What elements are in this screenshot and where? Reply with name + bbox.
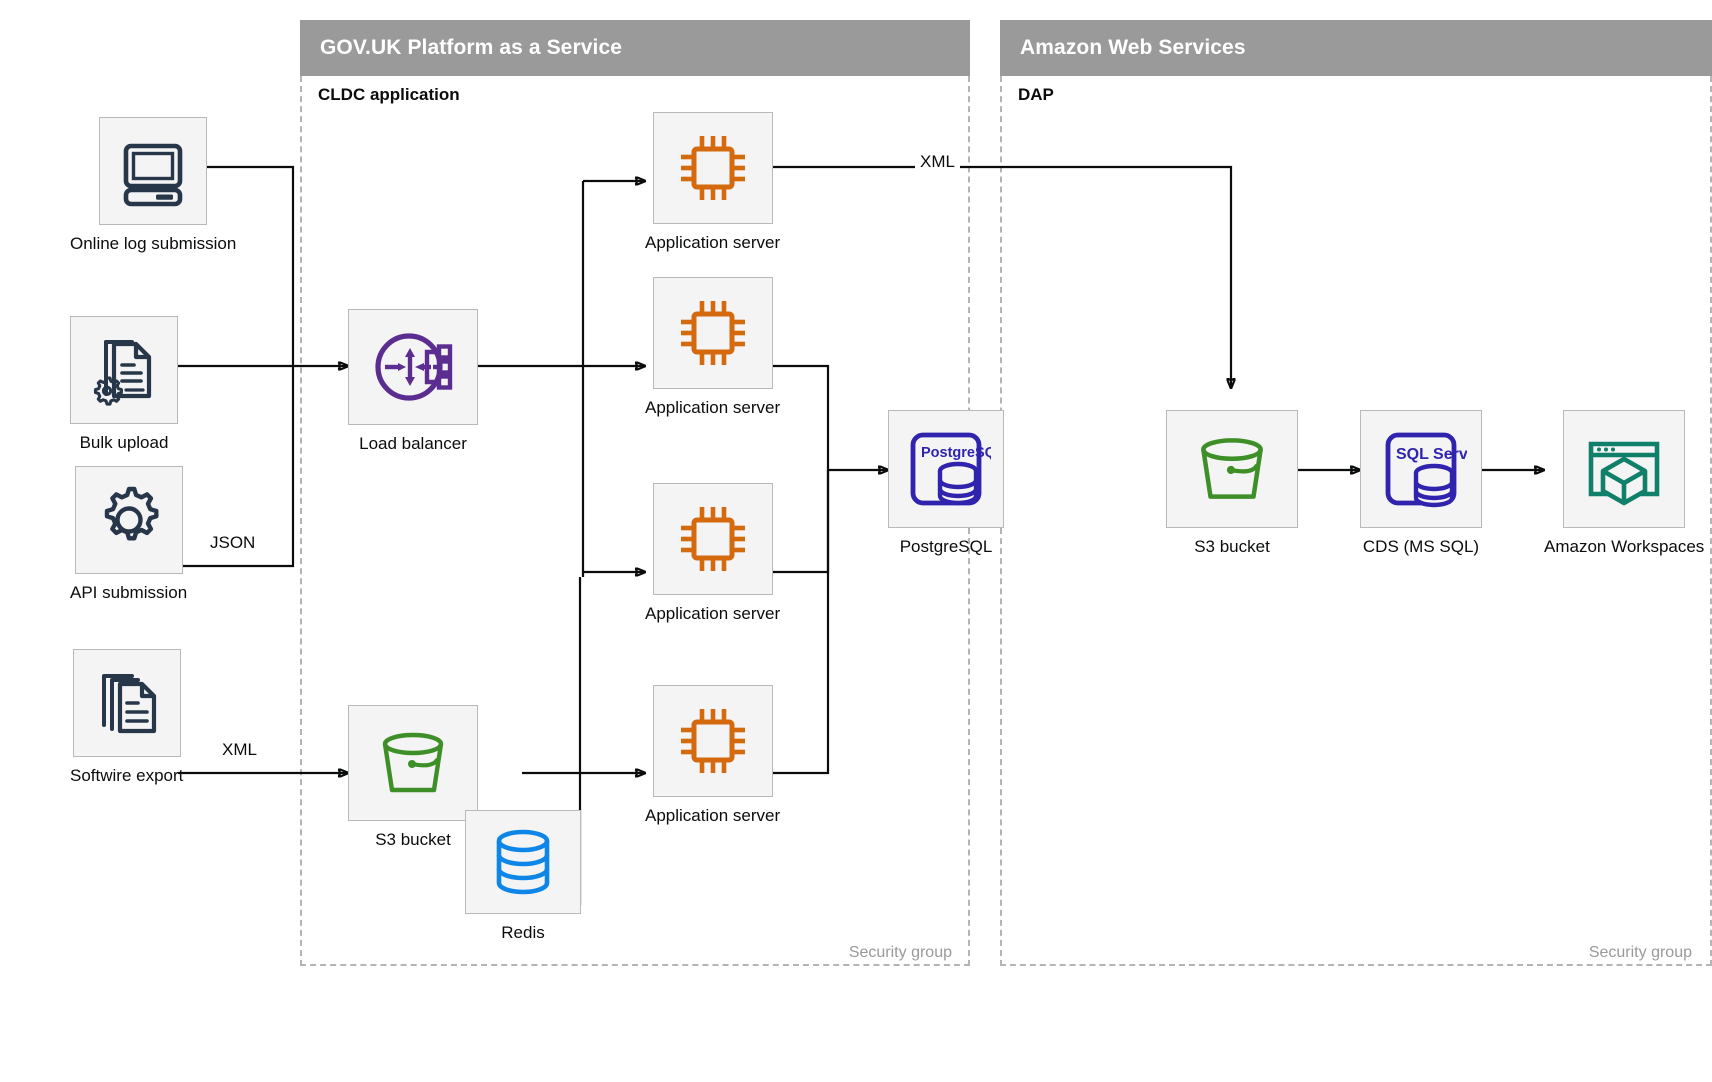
node-s3-bucket-aws[interactable]: S3 bucket bbox=[1166, 410, 1298, 557]
database-cylinder-icon bbox=[496, 829, 550, 895]
node-app-server-2[interactable]: Application server bbox=[645, 277, 780, 418]
node-load-balancer[interactable]: Load balancer bbox=[348, 309, 478, 454]
node-box-bulk-upload bbox=[70, 316, 178, 424]
cpu-chip-icon bbox=[680, 136, 745, 200]
node-box-s3-bucket-paas bbox=[348, 705, 478, 821]
document-gear-icon bbox=[93, 340, 152, 406]
group-sublabel-cldc-application: CLDC application bbox=[318, 85, 460, 104]
sql-server-icon-text: SQL Server bbox=[1396, 446, 1467, 463]
security-group-label-aws: Security group bbox=[1588, 944, 1692, 961]
node-box-s3-bucket-aws bbox=[1166, 410, 1298, 528]
node-box-softwire-export bbox=[72, 649, 181, 757]
postgresql-icon: PostgreSQL bbox=[910, 432, 991, 506]
node-box-postgresql: PostgreSQL bbox=[888, 410, 1004, 528]
node-box-load-balancer bbox=[348, 309, 478, 425]
cpu-chip-icon bbox=[680, 507, 745, 571]
edge-label-xml-to-s3: XML bbox=[915, 152, 960, 172]
security-group-label-paas: Security group bbox=[848, 944, 952, 961]
node-bulk-upload[interactable]: Bulk upload bbox=[70, 316, 178, 453]
node-label-load-balancer: Load balancer bbox=[359, 434, 467, 453]
edge-label-xml-softwire: XML bbox=[217, 740, 262, 760]
desktop-computer-icon bbox=[123, 143, 183, 207]
workspaces-cube-icon bbox=[1588, 441, 1660, 506]
node-softwire-export[interactable]: Softwire export bbox=[70, 649, 183, 786]
node-box-app-server-2 bbox=[652, 277, 773, 389]
node-label-app-server-3: Application server bbox=[645, 604, 781, 623]
node-label-app-server-4: Application server bbox=[645, 806, 781, 825]
node-label-app-server-1: Application server bbox=[645, 233, 781, 252]
node-box-api-submission bbox=[74, 466, 183, 574]
group-header-paas: GOV.UK Platform as a Service bbox=[300, 20, 970, 76]
edge-label-json: JSON bbox=[205, 533, 261, 553]
node-label-s3-bucket-aws: S3 bucket bbox=[1194, 537, 1270, 556]
group-header-aws: Amazon Web Services bbox=[1000, 20, 1712, 76]
sql-server-icon: SQL Server bbox=[1385, 432, 1467, 508]
node-app-server-1[interactable]: Application server bbox=[645, 112, 780, 253]
node-label-softwire-export: Softwire export bbox=[70, 766, 184, 785]
node-box-cds-ms-sql: SQL Server bbox=[1360, 410, 1482, 528]
node-label-redis: Redis bbox=[501, 923, 545, 942]
node-box-app-server-3 bbox=[652, 483, 773, 595]
cpu-chip-icon bbox=[680, 709, 745, 773]
load-balancer-icon bbox=[375, 333, 453, 401]
node-redis[interactable]: Redis bbox=[465, 810, 581, 943]
node-box-online-log-submission bbox=[99, 117, 208, 225]
node-postgresql[interactable]: PostgreSQL PostgreSQL bbox=[888, 410, 1004, 557]
gear-icon bbox=[104, 486, 159, 541]
node-box-redis bbox=[465, 810, 581, 914]
cpu-chip-icon bbox=[680, 301, 745, 365]
node-cds-ms-sql[interactable]: SQL Server CDS (MS SQL) bbox=[1360, 410, 1482, 557]
node-api-submission[interactable]: API submission bbox=[70, 466, 187, 603]
node-label-s3-bucket-paas: S3 bucket bbox=[375, 830, 451, 849]
node-app-server-3[interactable]: Application server bbox=[645, 483, 780, 624]
node-label-cds-ms-sql: CDS (MS SQL) bbox=[1362, 537, 1480, 556]
stacked-documents-icon bbox=[101, 674, 156, 734]
bucket-icon bbox=[382, 732, 444, 793]
node-label-amazon-workspaces: Amazon Workspaces bbox=[1544, 537, 1705, 556]
node-s3-bucket-paas[interactable]: S3 bucket bbox=[348, 705, 478, 850]
node-box-app-server-1 bbox=[652, 112, 773, 224]
bucket-icon bbox=[1201, 438, 1263, 499]
node-label-online-log-submission: Online log submission bbox=[70, 234, 237, 253]
group-sublabel-dap: DAP bbox=[1018, 85, 1054, 104]
node-label-bulk-upload: Bulk upload bbox=[79, 433, 169, 452]
postgresql-icon-text: PostgreSQL bbox=[921, 445, 991, 461]
node-label-app-server-2: Application server bbox=[645, 398, 781, 417]
node-app-server-4[interactable]: Application server bbox=[645, 685, 780, 826]
node-box-amazon-workspaces bbox=[1563, 410, 1686, 528]
node-amazon-workspaces[interactable]: Amazon Workspaces bbox=[1544, 410, 1704, 557]
node-box-app-server-4 bbox=[652, 685, 773, 797]
node-label-api-submission: API submission bbox=[70, 583, 188, 602]
node-label-postgresql: PostgreSQL bbox=[899, 537, 993, 556]
node-online-log-submission[interactable]: Online log submission bbox=[70, 117, 236, 254]
